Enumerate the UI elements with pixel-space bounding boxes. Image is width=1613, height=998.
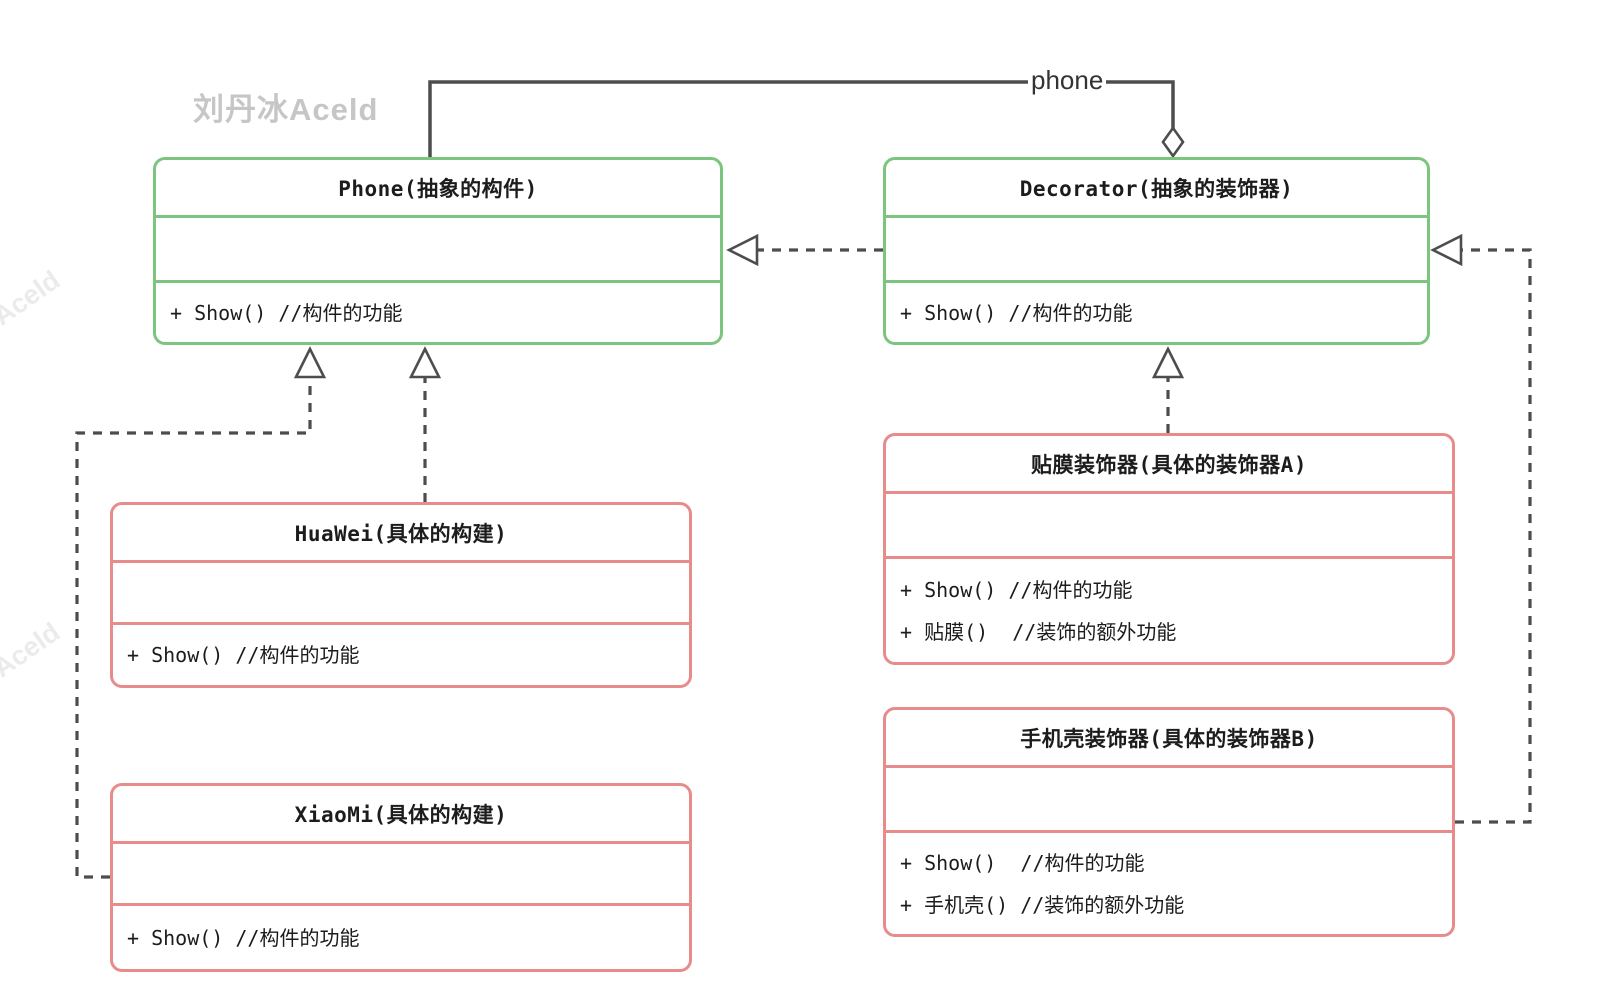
class-fields-empty (886, 768, 1452, 833)
class-title: 贴膜装饰器(具体的装饰器A) (886, 436, 1452, 494)
method-show: + Show() //构件的功能 (127, 643, 360, 667)
decorator-to-phone-arrow-icon (726, 233, 759, 267)
class-title: 手机壳装饰器(具体的装饰器B) (886, 710, 1452, 768)
class-methods: + Show() //构件的功能 (156, 283, 720, 342)
class-title: Phone(抽象的构件) (156, 160, 720, 218)
class-methods: + Show() //构件的功能 (113, 625, 689, 685)
aggregation-edge-label: phone (1028, 65, 1107, 96)
xiaomi-to-phone-arrow-icon (293, 346, 327, 379)
class-fields-empty (886, 218, 1427, 283)
class-fields-empty (156, 218, 720, 283)
method-show: + Show() //构件的功能 (127, 925, 360, 950)
class-box-phone: Phone(抽象的构件) + Show() //构件的功能 (153, 157, 723, 345)
class-box-decorator-a: 贴膜装饰器(具体的装饰器A) + Show() //构件的功能 + 贴膜() /… (883, 433, 1455, 665)
class-title: HuaWei(具体的构建) (113, 505, 689, 563)
huawei-to-phone-arrow-icon (408, 346, 442, 379)
aggregation-diamond-icon (1161, 125, 1185, 159)
decorator-a-to-decorator-arrow-icon (1151, 346, 1185, 379)
class-title: Decorator(抽象的装饰器) (886, 160, 1427, 218)
method-show: + Show() //构件的功能 (900, 577, 1133, 602)
method-shoujike: + 手机壳() //装饰的额外功能 (900, 892, 1185, 917)
aggregation-line (428, 80, 1175, 157)
xiaomi-to-phone-dashed (75, 376, 312, 879)
method-show: + Show() //构件的功能 (170, 300, 403, 325)
watermark-author: 刘丹冰Aceld (193, 92, 379, 127)
method-show: + Show() //构件的功能 (900, 300, 1133, 325)
method-tiemo: + 贴膜() //装饰的额外功能 (900, 619, 1177, 644)
decorator-b-to-decorator-arrow-icon (1430, 233, 1463, 267)
decorator-b-to-decorator-dashed (1455, 248, 1532, 824)
class-methods: + Show() //构件的功能 + 手机壳() //装饰的额外功能 (886, 833, 1452, 934)
class-box-huawei: HuaWei(具体的构建) + Show() //构件的功能 (110, 502, 692, 688)
class-box-decorator: Decorator(抽象的装饰器) + Show() //构件的功能 (883, 157, 1430, 345)
class-methods: + Show() //构件的功能 + 贴膜() //装饰的额外功能 (886, 559, 1452, 662)
class-methods: + Show() //构件的功能 (113, 906, 689, 969)
class-title: XiaoMi(具体的构建) (113, 786, 689, 844)
class-methods: + Show() //构件的功能 (886, 283, 1427, 342)
class-fields-empty (113, 563, 689, 625)
class-box-decorator-b: 手机壳装饰器(具体的装饰器B) + Show() //构件的功能 + 手机壳()… (883, 707, 1455, 937)
class-fields-empty (113, 844, 689, 906)
class-fields-empty (886, 494, 1452, 559)
class-box-xiaomi: XiaoMi(具体的构建) + Show() //构件的功能 (110, 783, 692, 972)
method-show: + Show() //构件的功能 (900, 850, 1145, 875)
